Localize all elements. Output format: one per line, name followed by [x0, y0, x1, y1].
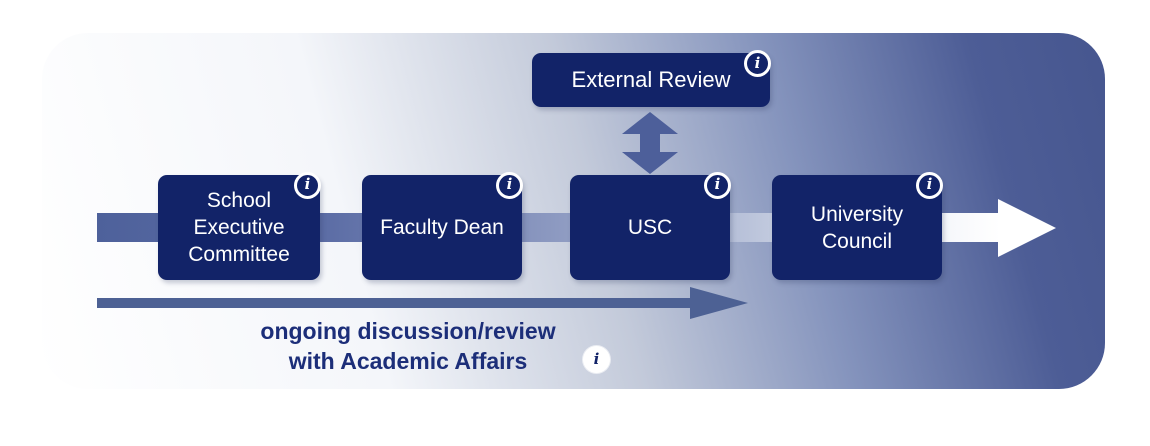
flow-box-label: USC [627, 216, 673, 239]
flow-box-faculty-dean: Faculty Dean i [362, 172, 523, 280]
info-icon[interactable]: i [744, 50, 771, 77]
flow-box-school-executive-committee: School Executive Committee i [158, 172, 321, 280]
info-icon[interactable]: i [496, 172, 523, 199]
flow-box-university-council: University Council i [772, 172, 943, 280]
flow-box-label: University Council [810, 202, 904, 253]
ongoing-discussion-caption: ongoing discussion/review with Academic … [208, 316, 608, 376]
info-icon[interactable]: i [704, 172, 731, 199]
info-icon-glyph: i [593, 349, 600, 368]
info-icon-glyph: i [714, 175, 721, 193]
info-icon-glyph: i [926, 175, 933, 193]
info-icon[interactable]: i [583, 346, 610, 373]
ongoing-discussion-arrow-shaft [97, 298, 690, 308]
external-review-box: External Review i [532, 50, 771, 107]
caption-line-1: ongoing discussion/review [260, 318, 556, 344]
info-icon-glyph: i [754, 53, 761, 72]
flow-box-label: School Executive Committee [188, 189, 290, 266]
info-icon[interactable]: i [916, 172, 943, 199]
flow-box-label: Faculty Dean [380, 216, 504, 239]
flow-box-usc: USC i [570, 172, 731, 280]
process-diagram-card: External Review i School Executive Commi… [42, 33, 1105, 389]
info-icon[interactable]: i [294, 172, 321, 199]
external-review-connector-arrow-icon [622, 112, 678, 174]
info-icon-glyph: i [506, 175, 513, 193]
main-flow-arrow-head-icon [998, 199, 1056, 257]
external-review-label: External Review [571, 67, 731, 92]
caption-line-2: with Academic Affairs [288, 348, 528, 374]
info-icon-glyph: i [304, 175, 311, 193]
ongoing-discussion-arrow-head-icon [690, 287, 748, 319]
